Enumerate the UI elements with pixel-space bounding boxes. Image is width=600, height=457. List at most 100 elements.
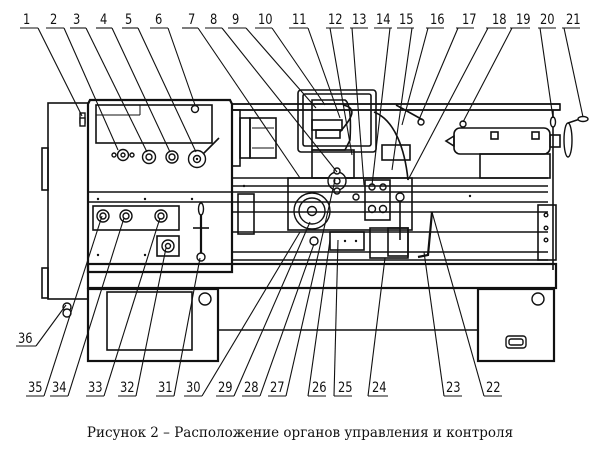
svg-text:20: 20 <box>540 12 555 28</box>
callout-16: 16 <box>401 12 445 126</box>
callout-5: 5 <box>122 12 197 153</box>
tailstock-handwheel-21[interactable] <box>563 115 589 158</box>
chuck <box>231 109 277 167</box>
knob-31[interactable] <box>161 239 175 253</box>
callout-27: 27 <box>268 179 336 397</box>
left-side-plate-lower <box>41 267 49 299</box>
svg-text:21: 21 <box>566 12 581 28</box>
callout-10: 10 <box>255 12 326 106</box>
left-cabinet <box>86 287 220 363</box>
callout-20: 20 <box>538 12 556 119</box>
svg-text:14: 14 <box>376 12 391 28</box>
svg-text:4: 4 <box>100 12 107 28</box>
headstock-plug <box>190 104 200 114</box>
svg-text:9: 9 <box>232 12 239 28</box>
svg-text:28: 28 <box>244 380 259 396</box>
callout-29: 29 <box>216 221 311 397</box>
callout-3: 3 <box>70 12 148 153</box>
callout-30: 30 <box>184 231 301 397</box>
callout-32: 32 <box>118 247 167 397</box>
feed-knob-34[interactable] <box>96 209 110 223</box>
svg-text:23: 23 <box>446 380 461 396</box>
svg-text:31: 31 <box>158 380 173 396</box>
callout-35: 35 <box>26 215 103 397</box>
lever-30[interactable] <box>193 202 209 262</box>
tailstock <box>444 110 561 270</box>
callout-9: 9 <box>228 12 317 109</box>
callout-26: 26 <box>307 239 331 397</box>
svg-text:3: 3 <box>73 12 80 28</box>
figure-caption: Рисунок 2 – Расположение органов управле… <box>86 425 514 441</box>
left-pedestal <box>47 102 89 300</box>
callout-25: 25 <box>333 239 353 397</box>
callout-31: 31 <box>156 257 201 397</box>
lock-lever-20[interactable] <box>549 116 557 128</box>
callout-33: 33 <box>86 217 161 397</box>
svg-text:36: 36 <box>18 331 33 347</box>
svg-text:13: 13 <box>352 12 367 28</box>
callouts-top: 1 2 3 4 5 6 7 8 9 10 11 12 13 14 15 16 1… <box>20 12 584 186</box>
svg-text:5: 5 <box>125 12 132 28</box>
callout-11: 11 <box>289 12 341 119</box>
chip-tray <box>86 262 558 290</box>
bed-guides <box>232 177 548 261</box>
feed-knob-33[interactable] <box>119 209 133 223</box>
callout-8: 8 <box>205 12 338 173</box>
svg-text:32: 32 <box>120 380 135 396</box>
svg-text:12: 12 <box>328 12 343 28</box>
svg-text:6: 6 <box>155 12 162 28</box>
right-end-cover <box>537 204 557 261</box>
right-cabinet <box>476 287 556 363</box>
callout-28: 28 <box>242 243 315 397</box>
callout-1: 1 <box>20 12 83 117</box>
callouts-bottom: 36 35 34 33 32 31 30 29 28 27 26 25 24 2… <box>16 179 502 397</box>
svg-text:17: 17 <box>462 12 477 28</box>
selector-5[interactable] <box>187 149 207 169</box>
callout-34: 34 <box>50 217 125 397</box>
svg-text:33: 33 <box>88 380 103 396</box>
apron <box>287 167 434 259</box>
svg-text:30: 30 <box>186 380 201 396</box>
lathe-machine <box>41 89 589 363</box>
svg-text:27: 27 <box>270 380 285 396</box>
feed-knob-32[interactable] <box>154 209 168 223</box>
svg-text:15: 15 <box>399 12 414 28</box>
callout-2: 2 <box>46 12 119 151</box>
callout-21: 21 <box>562 12 584 118</box>
callout-15: 15 <box>391 12 414 171</box>
svg-text:11: 11 <box>292 12 307 28</box>
callout-6: 6 <box>150 12 196 106</box>
feed-panel <box>92 205 180 231</box>
svg-text:25: 25 <box>338 380 353 396</box>
callout-24: 24 <box>367 257 388 397</box>
callout-13: 13 <box>350 12 368 186</box>
callout-22: 22 <box>431 211 502 397</box>
svg-text:10: 10 <box>258 12 273 28</box>
callout-17: 17 <box>417 12 477 123</box>
callout-23: 23 <box>423 251 462 397</box>
callout-12: 12 <box>326 12 353 156</box>
switch-36[interactable] <box>62 302 72 318</box>
svg-text:34: 34 <box>52 380 67 396</box>
svg-text:29: 29 <box>218 380 233 396</box>
selector-2[interactable] <box>111 148 135 162</box>
selector-3[interactable] <box>141 149 157 165</box>
svg-text:19: 19 <box>516 12 531 28</box>
left-side-plate <box>41 147 49 191</box>
callout-14: 14 <box>371 12 392 186</box>
svg-text:8: 8 <box>210 12 217 28</box>
callout-4: 4 <box>96 12 171 153</box>
svg-text:1: 1 <box>23 12 30 28</box>
headstock-panel <box>95 104 213 144</box>
switch-1[interactable] <box>79 112 86 127</box>
svg-text:35: 35 <box>28 380 43 396</box>
callout-36: 36 <box>16 304 67 347</box>
selector-4[interactable] <box>165 150 179 164</box>
svg-text:16: 16 <box>430 12 445 28</box>
svg-text:7: 7 <box>188 12 195 28</box>
svg-text:22: 22 <box>486 380 501 396</box>
svg-text:18: 18 <box>492 12 507 28</box>
svg-text:24: 24 <box>372 380 387 396</box>
callout-7: 7 <box>182 12 301 179</box>
